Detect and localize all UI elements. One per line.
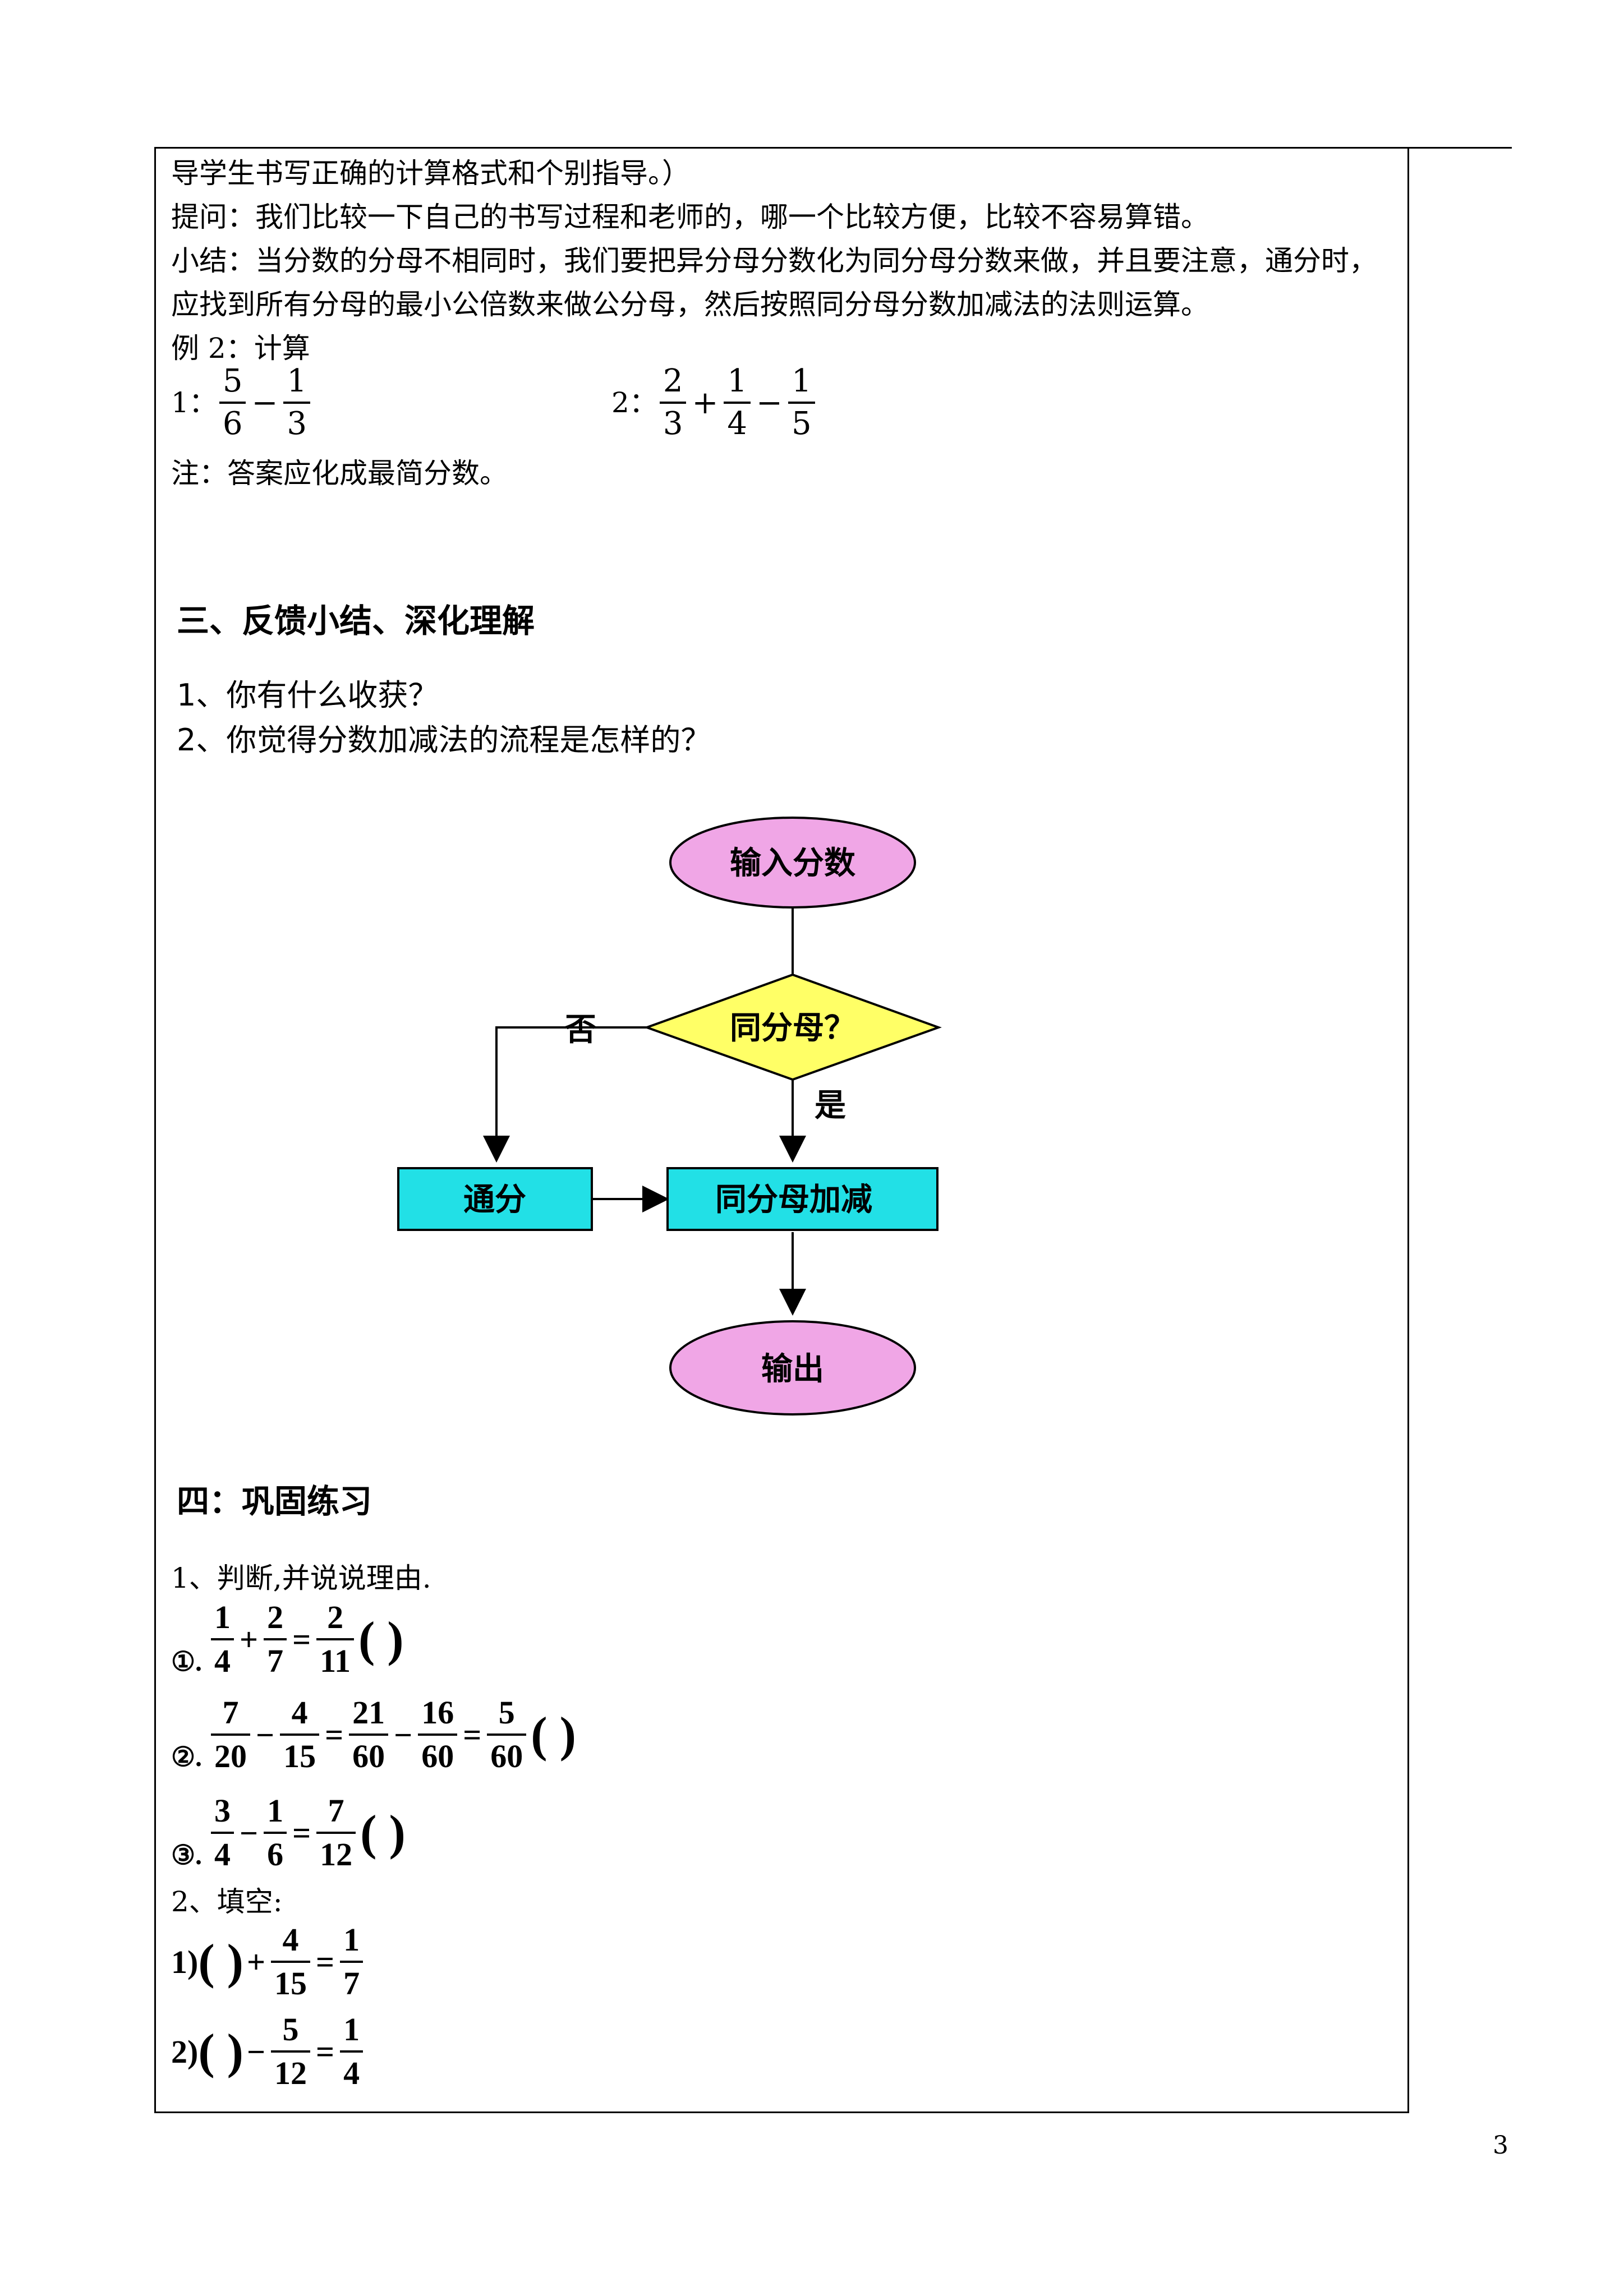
input-label: 输入分数 — [730, 845, 855, 882]
yes-label: 是 — [815, 1087, 846, 1124]
item-number: ①. — [171, 1647, 203, 1677]
item-number: 2) — [171, 2033, 199, 2070]
operator: − — [251, 384, 278, 421]
item-number: ③. — [171, 1841, 203, 1870]
section-3-q1: 1、你有什么收获？ — [177, 677, 439, 713]
no-label: 否 — [565, 1012, 596, 1048]
tongfen-box — [397, 1167, 593, 1231]
operator: − — [756, 384, 783, 421]
judge-instruction: 1、判断,并说说理由. — [171, 1562, 431, 1594]
text-line-4: 应找到所有分母的最小公倍数来做公分母，然后按照同分母分数加减法的法则运算。 — [171, 288, 1209, 321]
decision-label: 同分母？ — [730, 1010, 855, 1046]
text-line-1: 导学生书写正确的计算格式和个别指导。） — [171, 157, 690, 190]
section-3-title: 三、反馈小结、深化理解 — [177, 602, 535, 640]
tongfen-label: 通分 — [463, 1182, 526, 1218]
same-denominator-label: 同分母加减 — [715, 1182, 872, 1218]
example-1-label: 1： — [171, 386, 217, 419]
operator: + — [692, 384, 719, 421]
example-title: 例 2：计算 — [171, 332, 310, 365]
item-number: 1) — [171, 1943, 199, 1980]
answer-blank: ( ) — [360, 1805, 406, 1860]
input-ellipse — [669, 817, 916, 909]
connector-arrow-no — [483, 1026, 647, 1163]
same-denominator-box — [666, 1167, 938, 1231]
output-ellipse — [669, 1320, 916, 1416]
answer-blank: ( ) — [358, 1612, 404, 1667]
page-number: 3 — [1493, 2131, 1508, 2160]
item-number: ②. — [171, 1742, 203, 1772]
example-2-label: 2： — [611, 386, 657, 419]
decision-diamond — [643, 973, 942, 1081]
lesson-table-cell — [154, 147, 1409, 2113]
output-label: 输出 — [761, 1351, 824, 1387]
fill-instruction: 2、填空: — [171, 1885, 283, 1918]
answer-blank: ( ) — [198, 2024, 243, 2079]
table-top-border — [154, 147, 1512, 149]
text-line-2: 提问：我们比较一下自己的书写过程和老师的，哪一个比较方便，比较不容易算错。 — [171, 201, 1209, 233]
section-3-q2: 2、你觉得分数加减法的流程是怎样的？ — [177, 722, 711, 758]
text-line-3: 小结：当分数的分母不相同时，我们要把异分母分数化为同分母分数来做，并且要注意，通… — [171, 245, 1377, 277]
section-4-title: 四：巩固练习 — [177, 1482, 372, 1520]
answer-blank: ( ) — [198, 1934, 243, 1989]
note-line: 注：答案应化成最简分数。 — [171, 457, 508, 490]
answer-blank: ( ) — [531, 1707, 576, 1762]
